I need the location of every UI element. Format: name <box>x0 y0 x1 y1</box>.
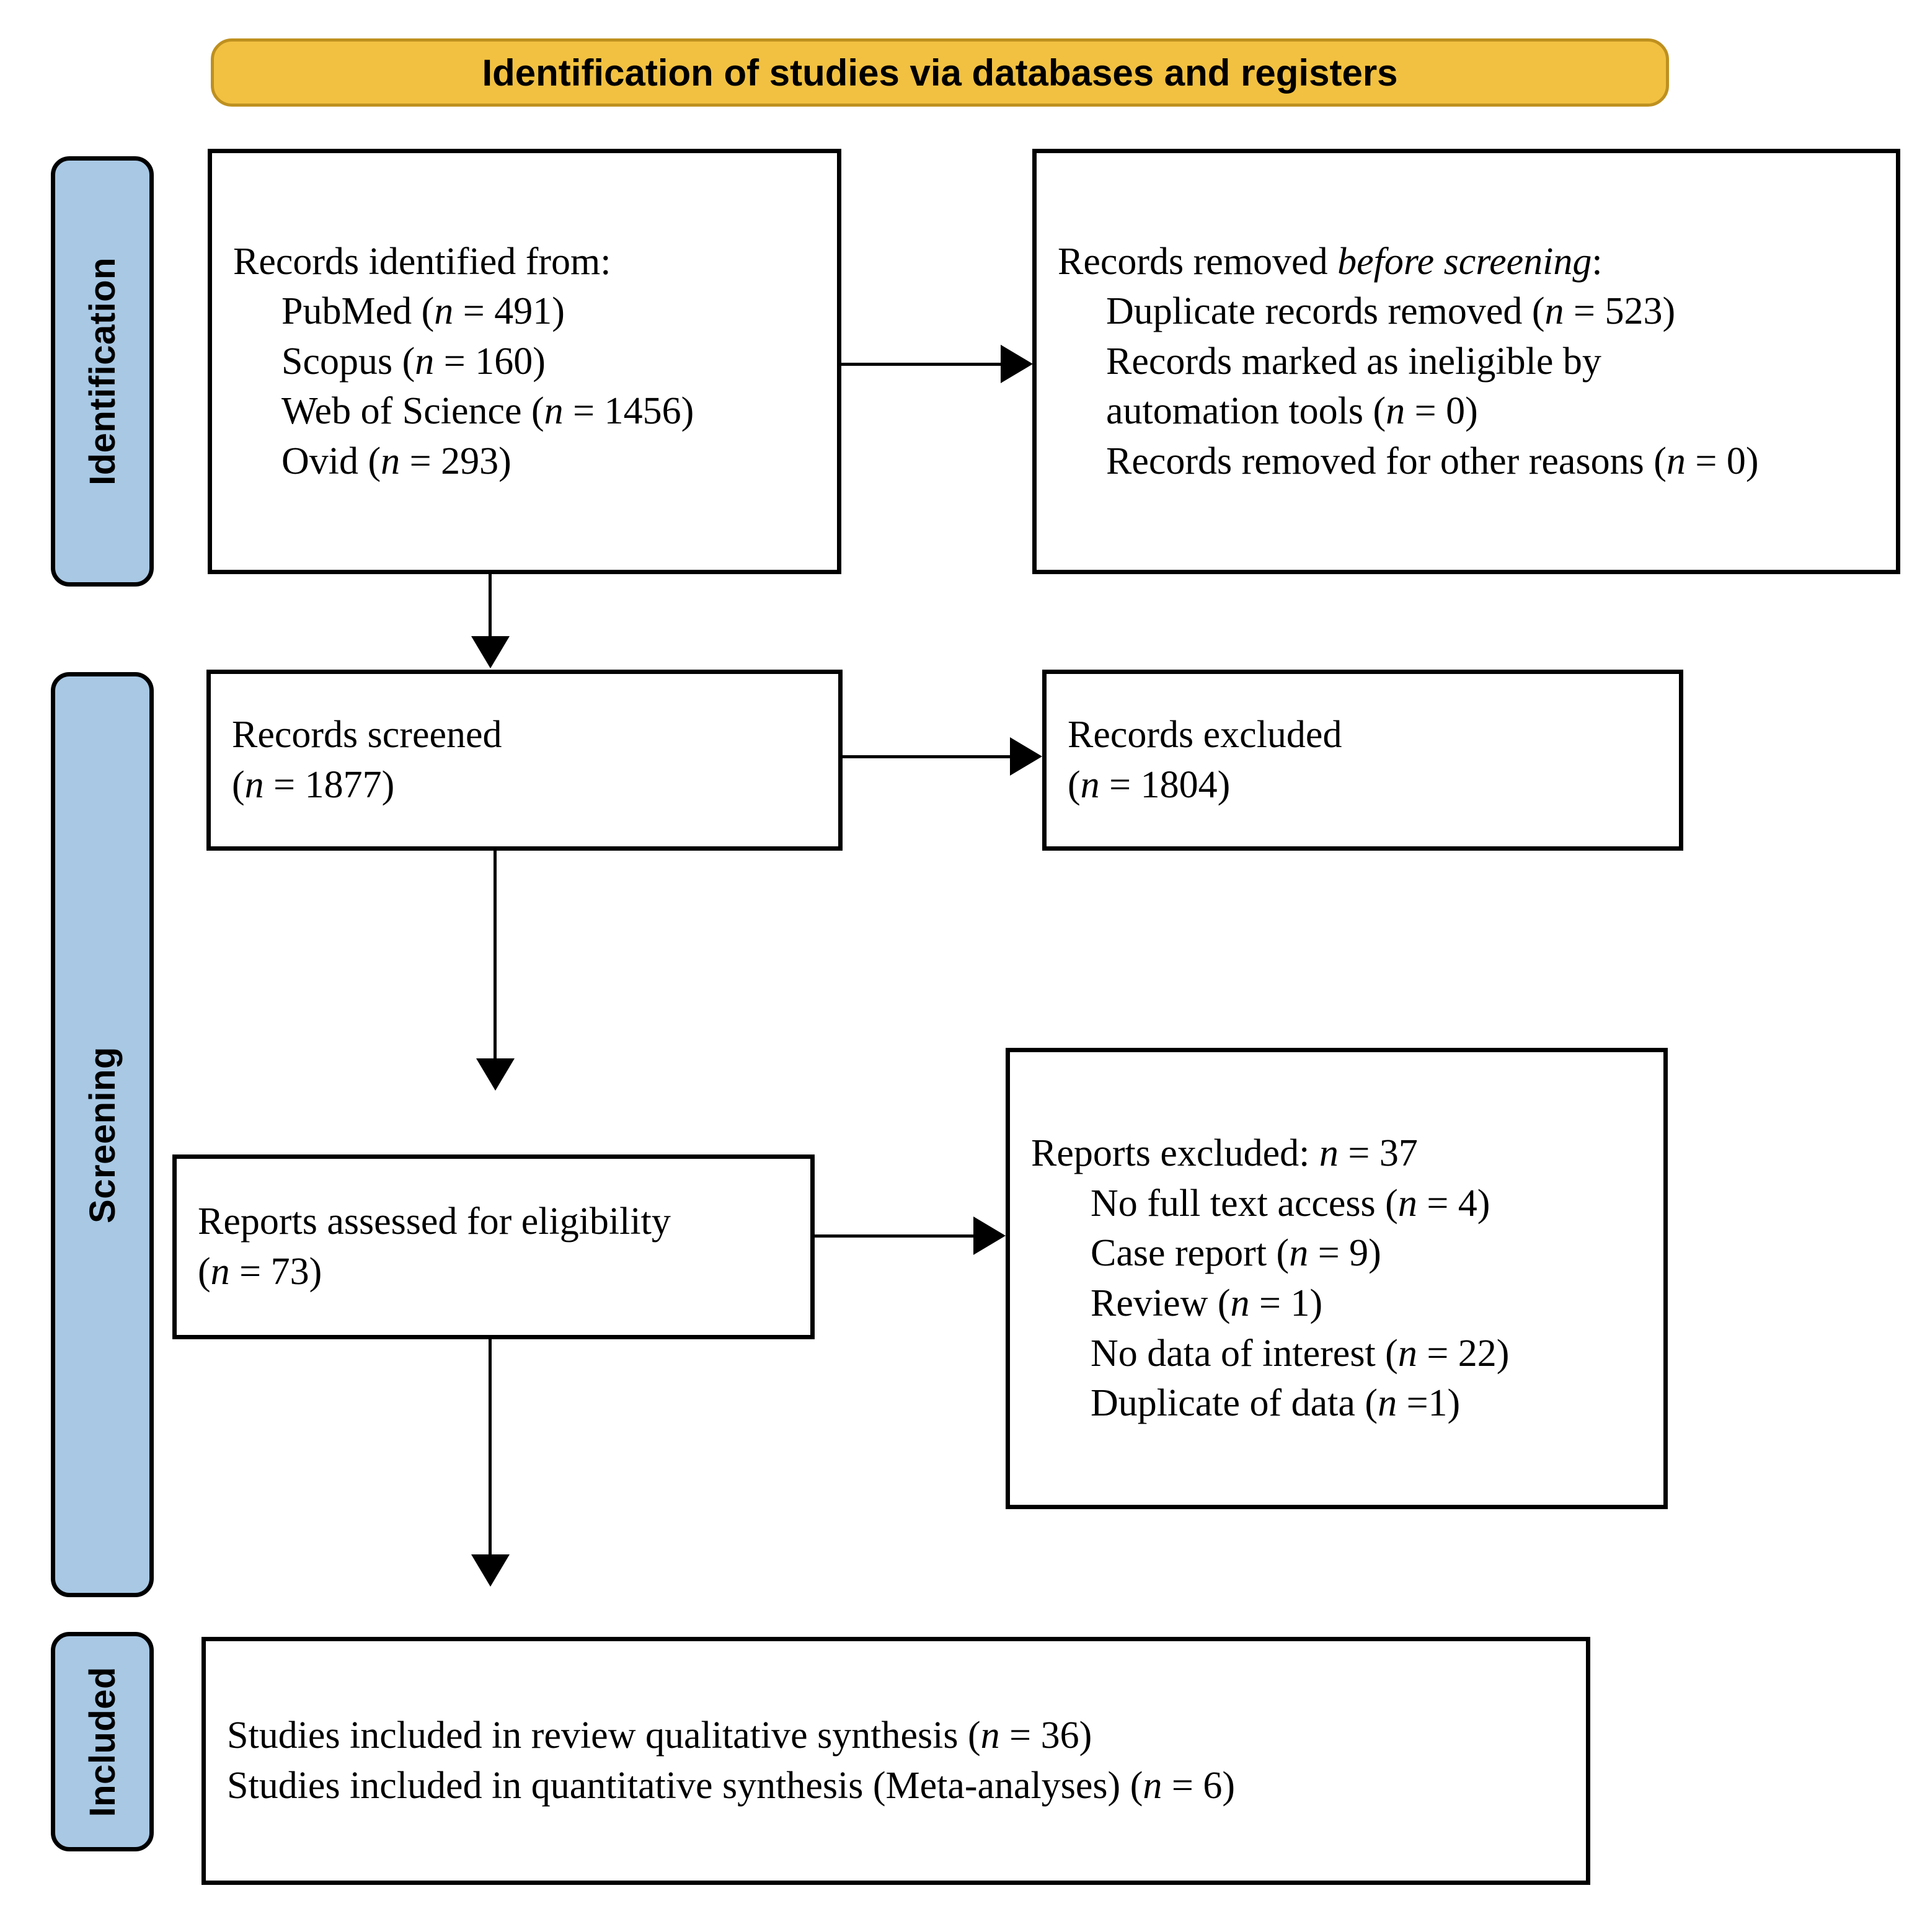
records-identified-source-ovid: Ovid (n = 293) <box>281 440 511 482</box>
connector-screened-to-excluded <box>843 755 1012 758</box>
records-identified-source-pubmed: PubMed (n = 491) <box>281 290 565 333</box>
records-removed-ineligible-line2: automation tools (n = 0) <box>1106 390 1478 433</box>
studies-included-quantitative: Studies included in quantitative synthes… <box>227 1765 1235 1807</box>
reports-assessed-count: (n = 73) <box>198 1251 322 1293</box>
records-identified-source-scopus: Scopus (n = 160) <box>281 340 546 383</box>
phase-banner-title: Identification of studies via databases … <box>482 51 1398 94</box>
arrowhead-assessed-to-reports-excluded <box>973 1216 1006 1255</box>
records-identified-heading: Records identified from: <box>233 240 611 283</box>
connector-assessed-to-included <box>489 1339 492 1559</box>
reports-excluded-duplicate-of-data: Duplicate of data (n =1) <box>1091 1382 1461 1425</box>
records-removed-heading: Records removed before screening: <box>1058 240 1603 283</box>
studies-included-qualitative: Studies included in review qualitative s… <box>227 1714 1092 1757</box>
records-screened-label: Records screened <box>232 714 502 756</box>
connector-identified-to-removed <box>841 363 1004 366</box>
box-records-excluded: Records excluded (n = 1804) <box>1042 670 1683 851</box>
records-identified-source-web-of-science: Web of Science (n = 1456) <box>281 390 694 433</box>
stage-label-screening: Screening <box>51 672 154 1597</box>
box-reports-assessed: Reports assessed for eligibility (n = 73… <box>172 1154 815 1339</box>
connector-identified-to-screened <box>489 574 492 641</box>
records-excluded-label: Records excluded <box>1068 714 1342 756</box>
stage-label-screening-text: Screening <box>82 1046 123 1223</box>
box-reports-excluded: Reports excluded: n = 37 No full text ac… <box>1006 1048 1668 1509</box>
stage-label-included-text: Included <box>82 1666 123 1817</box>
arrowhead-screened-to-excluded <box>1010 737 1042 776</box>
connector-screened-to-assessed <box>494 851 497 1063</box>
reports-excluded-heading: Reports excluded: n = 37 <box>1031 1132 1418 1175</box>
records-excluded-count: (n = 1804) <box>1068 764 1231 806</box>
box-records-identified: Records identified from: PubMed (n = 491… <box>208 149 841 574</box>
box-studies-included: Studies included in review qualitative s… <box>201 1637 1590 1885</box>
stage-label-identification: Identification <box>51 156 154 587</box>
arrowhead-assessed-to-included <box>471 1554 510 1587</box>
reports-excluded-no-data-of-interest: No data of interest (n = 22) <box>1091 1332 1510 1375</box>
records-removed-ineligible-line1: Records marked as ineligible by <box>1106 340 1601 383</box>
box-records-screened: Records screened (n = 1877) <box>206 670 843 851</box>
arrowhead-identified-to-screened <box>471 636 510 668</box>
arrowhead-screened-to-assessed <box>476 1058 515 1091</box>
records-removed-other-reasons: Records removed for other reasons (n = 0… <box>1106 440 1759 482</box>
reports-excluded-case-report: Case report (n = 9) <box>1091 1232 1381 1275</box>
stage-label-identification-text: Identification <box>82 257 123 485</box>
box-records-removed-before-screening: Records removed before screening: Duplic… <box>1032 149 1900 574</box>
arrowhead-identified-to-removed <box>1001 345 1033 383</box>
reports-excluded-no-full-text: No full text access (n = 4) <box>1091 1182 1490 1225</box>
phase-banner-identification: Identification of studies via databases … <box>211 38 1669 107</box>
records-removed-duplicate: Duplicate records removed (n = 523) <box>1106 290 1676 333</box>
reports-excluded-review: Review (n = 1) <box>1091 1282 1323 1324</box>
records-screened-count: (n = 1877) <box>232 764 395 806</box>
stage-label-included: Included <box>51 1632 154 1851</box>
reports-assessed-label: Reports assessed for eligibility <box>198 1200 671 1243</box>
connector-assessed-to-reports-excluded <box>815 1234 977 1238</box>
